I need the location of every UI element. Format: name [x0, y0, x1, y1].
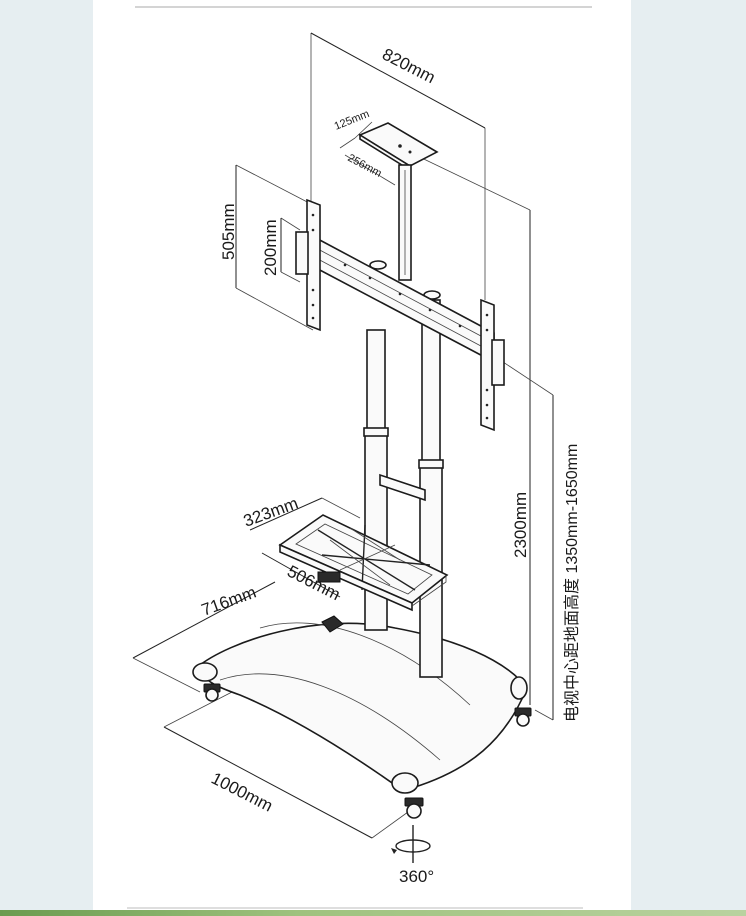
stand-base [192, 615, 528, 794]
label-256mm: 256mm [346, 152, 384, 180]
label-2300mm: 2300mm [511, 492, 530, 558]
bottom-bar [0, 910, 746, 916]
label-716mm: 716mm [199, 583, 259, 620]
label-200mm: 200mm [261, 219, 280, 276]
brand-logo-icon [321, 615, 344, 633]
label-505mm: 505mm [219, 203, 238, 260]
label-1000mm: 1000mm [208, 769, 276, 816]
shelf [278, 514, 449, 612]
dimension-lines [132, 32, 554, 839]
top-camera-plate [358, 122, 439, 281]
label-360: 360° [399, 867, 434, 886]
rotate-360-icon [391, 825, 431, 863]
vesa-bracket [295, 198, 505, 432]
label-center-height: 电视中心距地面高度 1350mm-1650mm [563, 444, 581, 722]
casters [203, 683, 532, 819]
label-125mm: 125mm [333, 108, 372, 133]
label-820mm: 820mm [379, 45, 438, 88]
label-323mm: 323mm [241, 494, 301, 531]
